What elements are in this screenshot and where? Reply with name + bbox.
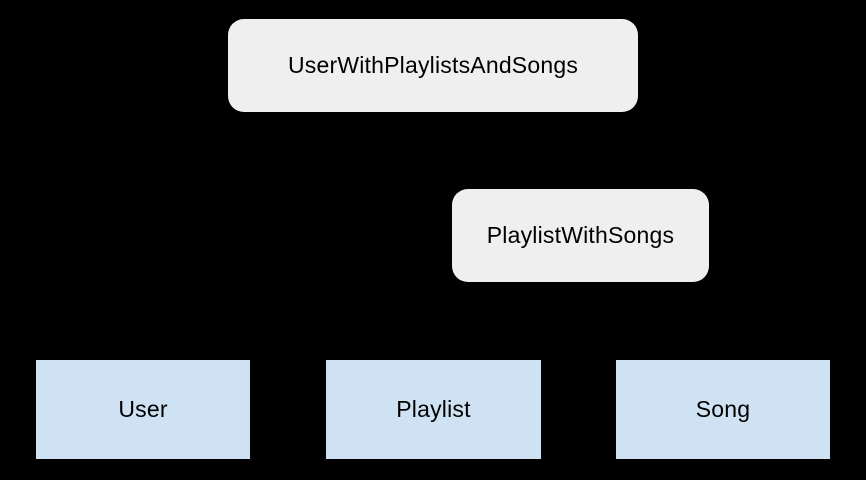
node-user-with-playlists-and-songs: UserWithPlaylistsAndSongs <box>228 19 638 112</box>
node-label-song: Song <box>695 396 751 422</box>
node-playlist-with-songs: PlaylistWithSongs <box>452 189 709 282</box>
node-playlist: Playlist <box>326 360 541 459</box>
node-label-user-with-playlists-and-songs: UserWithPlaylistsAndSongs <box>287 52 579 78</box>
node-label-playlist: Playlist <box>396 396 471 422</box>
node-song: Song <box>616 360 830 459</box>
node-label-user: User <box>118 396 168 422</box>
node-user: User <box>36 360 250 459</box>
node-label-playlist-with-songs: PlaylistWithSongs <box>486 222 675 248</box>
